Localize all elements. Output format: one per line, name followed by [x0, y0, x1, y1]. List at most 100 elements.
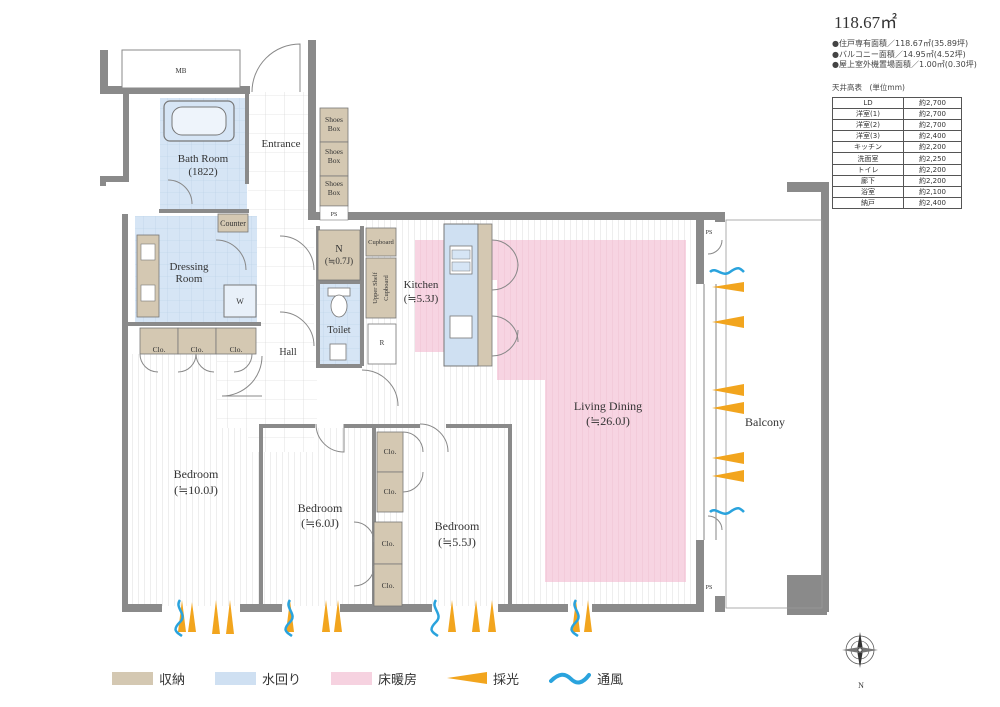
table-row: 廊下約2,200	[832, 174, 962, 188]
bedroom1-size-label: (≒10.0J)	[174, 483, 218, 497]
ceiling-room: 洋室(1)	[832, 107, 904, 120]
n-storage	[317, 229, 361, 281]
ceiling-room: キッチン	[832, 141, 904, 154]
ceiling-height: 約2,100	[903, 185, 962, 199]
ventilation-waves-bottom	[174, 599, 580, 638]
ceiling-height: 約2,400	[903, 197, 962, 210]
shoes-boxes	[319, 107, 349, 207]
bedroom1-label: Bedroom	[174, 467, 219, 481]
kitchen-island	[443, 223, 479, 367]
mb-box	[121, 49, 241, 89]
bath-size-label: (1822)	[188, 166, 218, 178]
clo-label-6: Clo.	[382, 539, 395, 548]
legend-label: 収納	[159, 672, 186, 688]
hall-floor-lower	[217, 354, 317, 428]
storage-swatch	[112, 671, 153, 685]
legend-ventilation: 通風	[549, 669, 623, 688]
ps-box-top	[319, 205, 349, 221]
bedroom2-floor	[261, 428, 376, 606]
counter-label: Counter	[220, 219, 246, 228]
ceiling-room: 浴室	[832, 185, 904, 199]
balcony-label: Balcony	[745, 415, 785, 429]
bedroom3-label: Bedroom	[435, 519, 480, 533]
ps-label-2: PS	[706, 230, 713, 236]
cupboard-label: Cupboard	[368, 239, 394, 246]
legend-lighting: 採光	[447, 669, 519, 688]
table-row: 浴室約2,100	[832, 185, 962, 199]
ceiling-height: 約2,200	[903, 141, 962, 154]
mb-label: MB	[176, 67, 187, 75]
n-size-label: (≒0.7J)	[325, 256, 353, 266]
floor-heating-zone-kitchen	[415, 240, 445, 352]
ceiling-height: 約2,250	[903, 152, 962, 165]
legend-storage: 収納	[112, 669, 185, 688]
clo-label-7: Clo.	[382, 581, 395, 590]
w-label: W	[236, 297, 244, 306]
bedroom2-label: Bedroom	[298, 501, 343, 515]
spec-line: ●住戸専有面積／118.67㎡(35.89坪)	[832, 39, 969, 48]
lighting-arrow-icon	[447, 672, 488, 684]
counter	[217, 213, 249, 233]
water-swatch	[215, 671, 257, 685]
compass-n-label: N	[858, 681, 864, 690]
kitchen-counter-storage	[477, 223, 493, 367]
living-label: Living Dining	[574, 399, 642, 413]
table-row: 洗面室約2,250	[832, 152, 962, 165]
balcony-outline	[725, 219, 823, 609]
ceiling-room: 納戸	[832, 197, 904, 210]
bedroom3-size-label: (≒5.5J)	[438, 535, 476, 549]
cupboard	[365, 227, 397, 257]
table-row: キッチン約2,200	[832, 141, 962, 154]
kitchen-label: Kitchen	[404, 279, 439, 291]
legend-water: 水回り	[215, 669, 301, 688]
ceiling-height: 約2,700	[903, 107, 962, 120]
clo-label-5: Clo.	[384, 487, 397, 496]
box-label-3: Box	[328, 188, 341, 197]
legend-label: 採光	[493, 672, 520, 688]
bedroom1-closets	[139, 327, 257, 355]
ceiling-room: トイレ	[832, 163, 904, 176]
legend-floor-heating: 床暖房	[331, 669, 417, 688]
hall-label: Hall	[279, 347, 296, 358]
dressing-room-label: Room	[176, 273, 203, 285]
legend-label: 通風	[597, 672, 624, 688]
ceiling-room: 洋室(3)	[832, 130, 904, 143]
ceiling-room: 廊下	[832, 174, 904, 188]
bedroom3-closets	[376, 431, 404, 513]
table-row: 納戸約2,400	[832, 197, 962, 210]
upper-shelf-cupboard	[365, 257, 397, 319]
ventilation-waves-right	[709, 267, 745, 515]
bedroom2-size-label: (≒6.0J)	[301, 516, 339, 530]
shoes-label-2: Shoes	[325, 147, 343, 156]
lighting-arrows-right	[712, 282, 744, 482]
kitchen-size-label: (≒5.3J)	[404, 293, 439, 305]
floor-heating-swatch	[331, 671, 373, 685]
ceiling-room: 洋室(2)	[832, 118, 904, 132]
living-size-label: (≒26.0J)	[586, 414, 630, 428]
ventilation-wave-icon	[549, 672, 592, 685]
compass-icon	[842, 632, 878, 668]
walls	[100, 40, 829, 615]
bedroom2-closets	[373, 521, 403, 607]
entrance-door	[251, 43, 301, 93]
ceiling-room: 洗面室	[832, 152, 904, 165]
ceiling-height: 約2,200	[903, 163, 962, 176]
clo-label-4: Clo.	[384, 447, 397, 456]
toilet-label: Toilet	[327, 325, 350, 336]
ceiling-height: 約2,200	[903, 174, 962, 188]
upper-shelf-label: Upper Shelf	[372, 271, 379, 303]
area-title: 118.67㎡	[834, 13, 898, 32]
ps-label-3: PS	[706, 585, 713, 591]
n-label: N	[335, 244, 342, 255]
legend-label: 床暖房	[378, 672, 418, 688]
info-panel: 118.67㎡ ●住戸専有面積／118.67㎡(35.89坪) ●バルコニー面積…	[832, 8, 997, 210]
clo-label-1: Clo.	[153, 345, 166, 354]
fridge	[367, 323, 397, 365]
dressing-label: Dressing	[169, 261, 209, 273]
table-row: トイレ約2,200	[832, 163, 962, 176]
floor-heating-zone-main	[545, 240, 686, 582]
r-label: R	[380, 339, 385, 347]
